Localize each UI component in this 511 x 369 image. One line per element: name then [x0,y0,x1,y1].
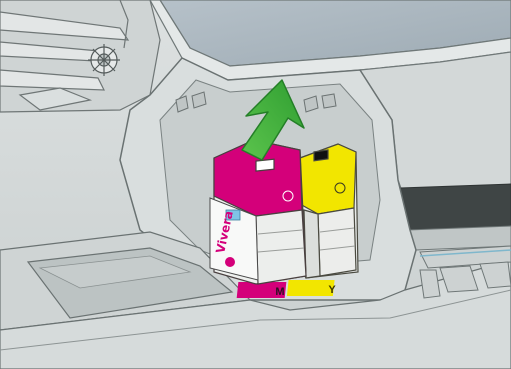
yellow-cartridge [300,144,358,278]
slot-label-magenta: M [275,286,284,298]
slot-label-yellow: Y [328,284,336,296]
magenta-cartridge: Vivera [210,140,306,284]
paper-slot [400,184,511,230]
magenta-cartridge-label [256,159,274,171]
yellow-cartridge-window [314,150,328,161]
carriage-mechanism [0,0,160,112]
slot-lip [408,226,511,250]
side-label-dot [225,257,235,267]
